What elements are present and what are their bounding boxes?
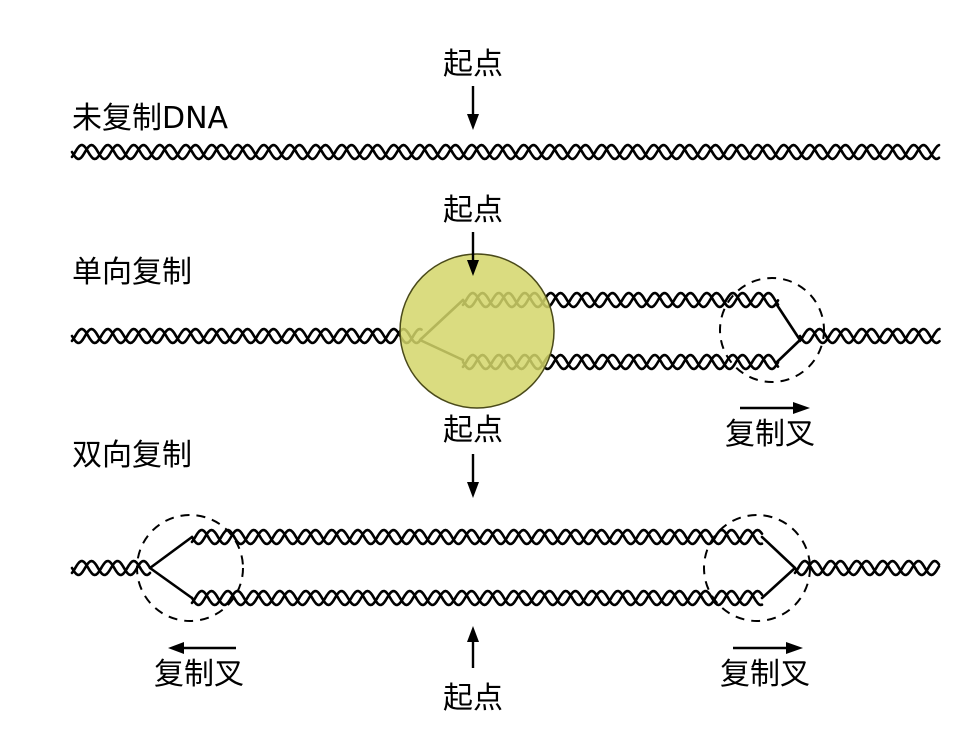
fork-circle-right-row3 xyxy=(703,514,811,622)
origin-label-row3-top: 起点 xyxy=(443,413,503,448)
fork-label-left-row3: 复制叉 xyxy=(154,657,244,692)
dna-duplex-parental-left xyxy=(70,327,423,345)
origin-label-row1: 起点 xyxy=(443,47,503,82)
fork-circle-left-row3 xyxy=(136,514,244,622)
origin-arrow-row3-top xyxy=(467,454,479,498)
bidir-daughter-bottom xyxy=(190,589,764,607)
origin-highlight-circle xyxy=(399,253,555,409)
fork-arrow-left-row3 xyxy=(168,642,236,654)
bidir-daughter-top xyxy=(190,528,764,546)
fork-label-right-row3: 复制叉 xyxy=(720,657,810,692)
dna-duplex-bidir-left xyxy=(70,559,152,577)
row-unreplicated: 未复制DNA 起点 xyxy=(70,47,941,161)
fork-label-row2: 复制叉 xyxy=(725,417,815,452)
origin-arrow-row1 xyxy=(467,86,479,130)
dna-duplex-parental-right xyxy=(798,327,941,345)
fork-branch-left-row3 xyxy=(148,535,194,600)
fork-arrow-right-row3 xyxy=(733,642,803,654)
origin-label-row3-bottom: 起点 xyxy=(443,681,503,716)
dna-duplex-unreplicated xyxy=(70,143,941,161)
origin-label-row2: 起点 xyxy=(443,193,503,228)
fork-branch-right-row3 xyxy=(760,535,797,600)
origin-arrow-row2 xyxy=(467,232,479,276)
origin-arrow-row3-bottom xyxy=(467,626,479,668)
fork-branch-row2 xyxy=(775,303,802,364)
row-unidirectional: 单向复制 起点 复制叉 xyxy=(70,193,941,452)
unreplicated-label: 未复制DNA xyxy=(72,101,229,136)
bidirectional-label: 双向复制 xyxy=(72,438,192,473)
row-bidirectional: 双向复制 起点 复制叉 复制叉 起点 xyxy=(70,413,941,716)
unidirectional-label: 单向复制 xyxy=(72,255,192,290)
dna-duplex-bidir-right xyxy=(793,559,941,577)
fork-circle-row2 xyxy=(719,277,825,383)
fork-arrow-right-row2 xyxy=(740,402,810,414)
